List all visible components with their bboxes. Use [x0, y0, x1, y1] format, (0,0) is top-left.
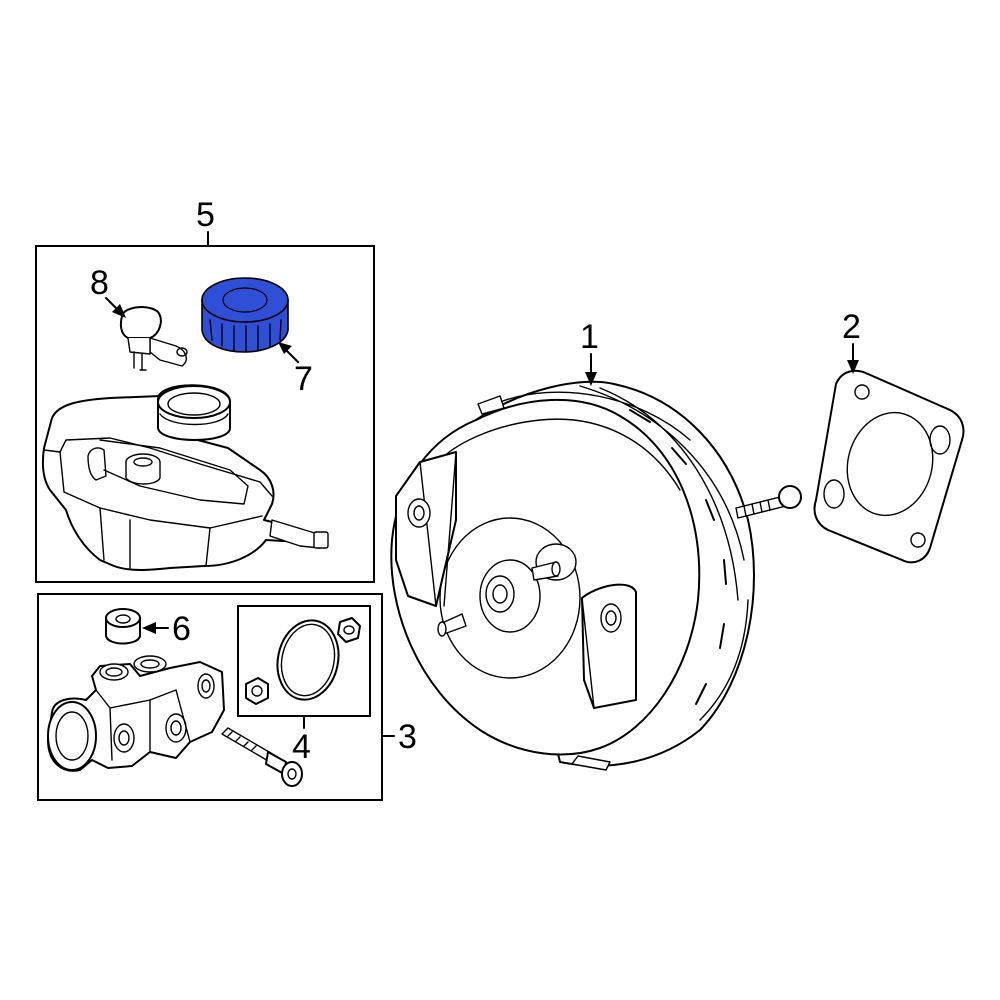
brake-booster-part[interactable] — [390, 380, 802, 771]
callout-1-arrow — [585, 372, 597, 386]
callout-3[interactable]: 3 — [398, 718, 417, 756]
master-cylinder-box — [37, 593, 383, 801]
nut-top-part[interactable] — [337, 617, 361, 643]
callout-8-arrow — [112, 304, 126, 318]
level-sensor-part[interactable] — [119, 306, 188, 371]
callout-7-arrow — [278, 342, 292, 354]
callout-8[interactable]: 8 — [90, 264, 109, 302]
master-cylinder-group: 3 6 — [37, 593, 417, 801]
callout-1[interactable]: 1 — [580, 318, 599, 356]
callout-6[interactable]: 6 — [172, 610, 191, 648]
callout-6-arrow — [142, 622, 156, 634]
nut-bottom-part[interactable] — [245, 677, 269, 705]
reservoir-assembly-box — [35, 245, 375, 583]
callout-2[interactable]: 2 — [842, 308, 861, 346]
push-rod-part[interactable] — [221, 727, 303, 787]
callout-2-arrow — [847, 360, 859, 374]
reservoir-assembly-group: 5 8 7 — [35, 196, 375, 583]
reservoir-cap-part[interactable] — [201, 277, 289, 353]
callout-7[interactable]: 7 — [294, 360, 313, 398]
callout-5[interactable]: 5 — [196, 196, 215, 234]
master-cylinder-part[interactable] — [47, 655, 225, 772]
gasket-part[interactable] — [813, 369, 965, 564]
seal-ring-part[interactable] — [270, 615, 345, 706]
callout-7-leader — [285, 349, 299, 363]
callout-4[interactable]: 4 — [292, 728, 311, 766]
seal-kit-group: 4 — [237, 605, 371, 766]
reservoir-cap-center — [222, 287, 268, 313]
fluid-reservoir-part[interactable] — [41, 384, 329, 571]
grommet-part[interactable] — [105, 608, 141, 645]
